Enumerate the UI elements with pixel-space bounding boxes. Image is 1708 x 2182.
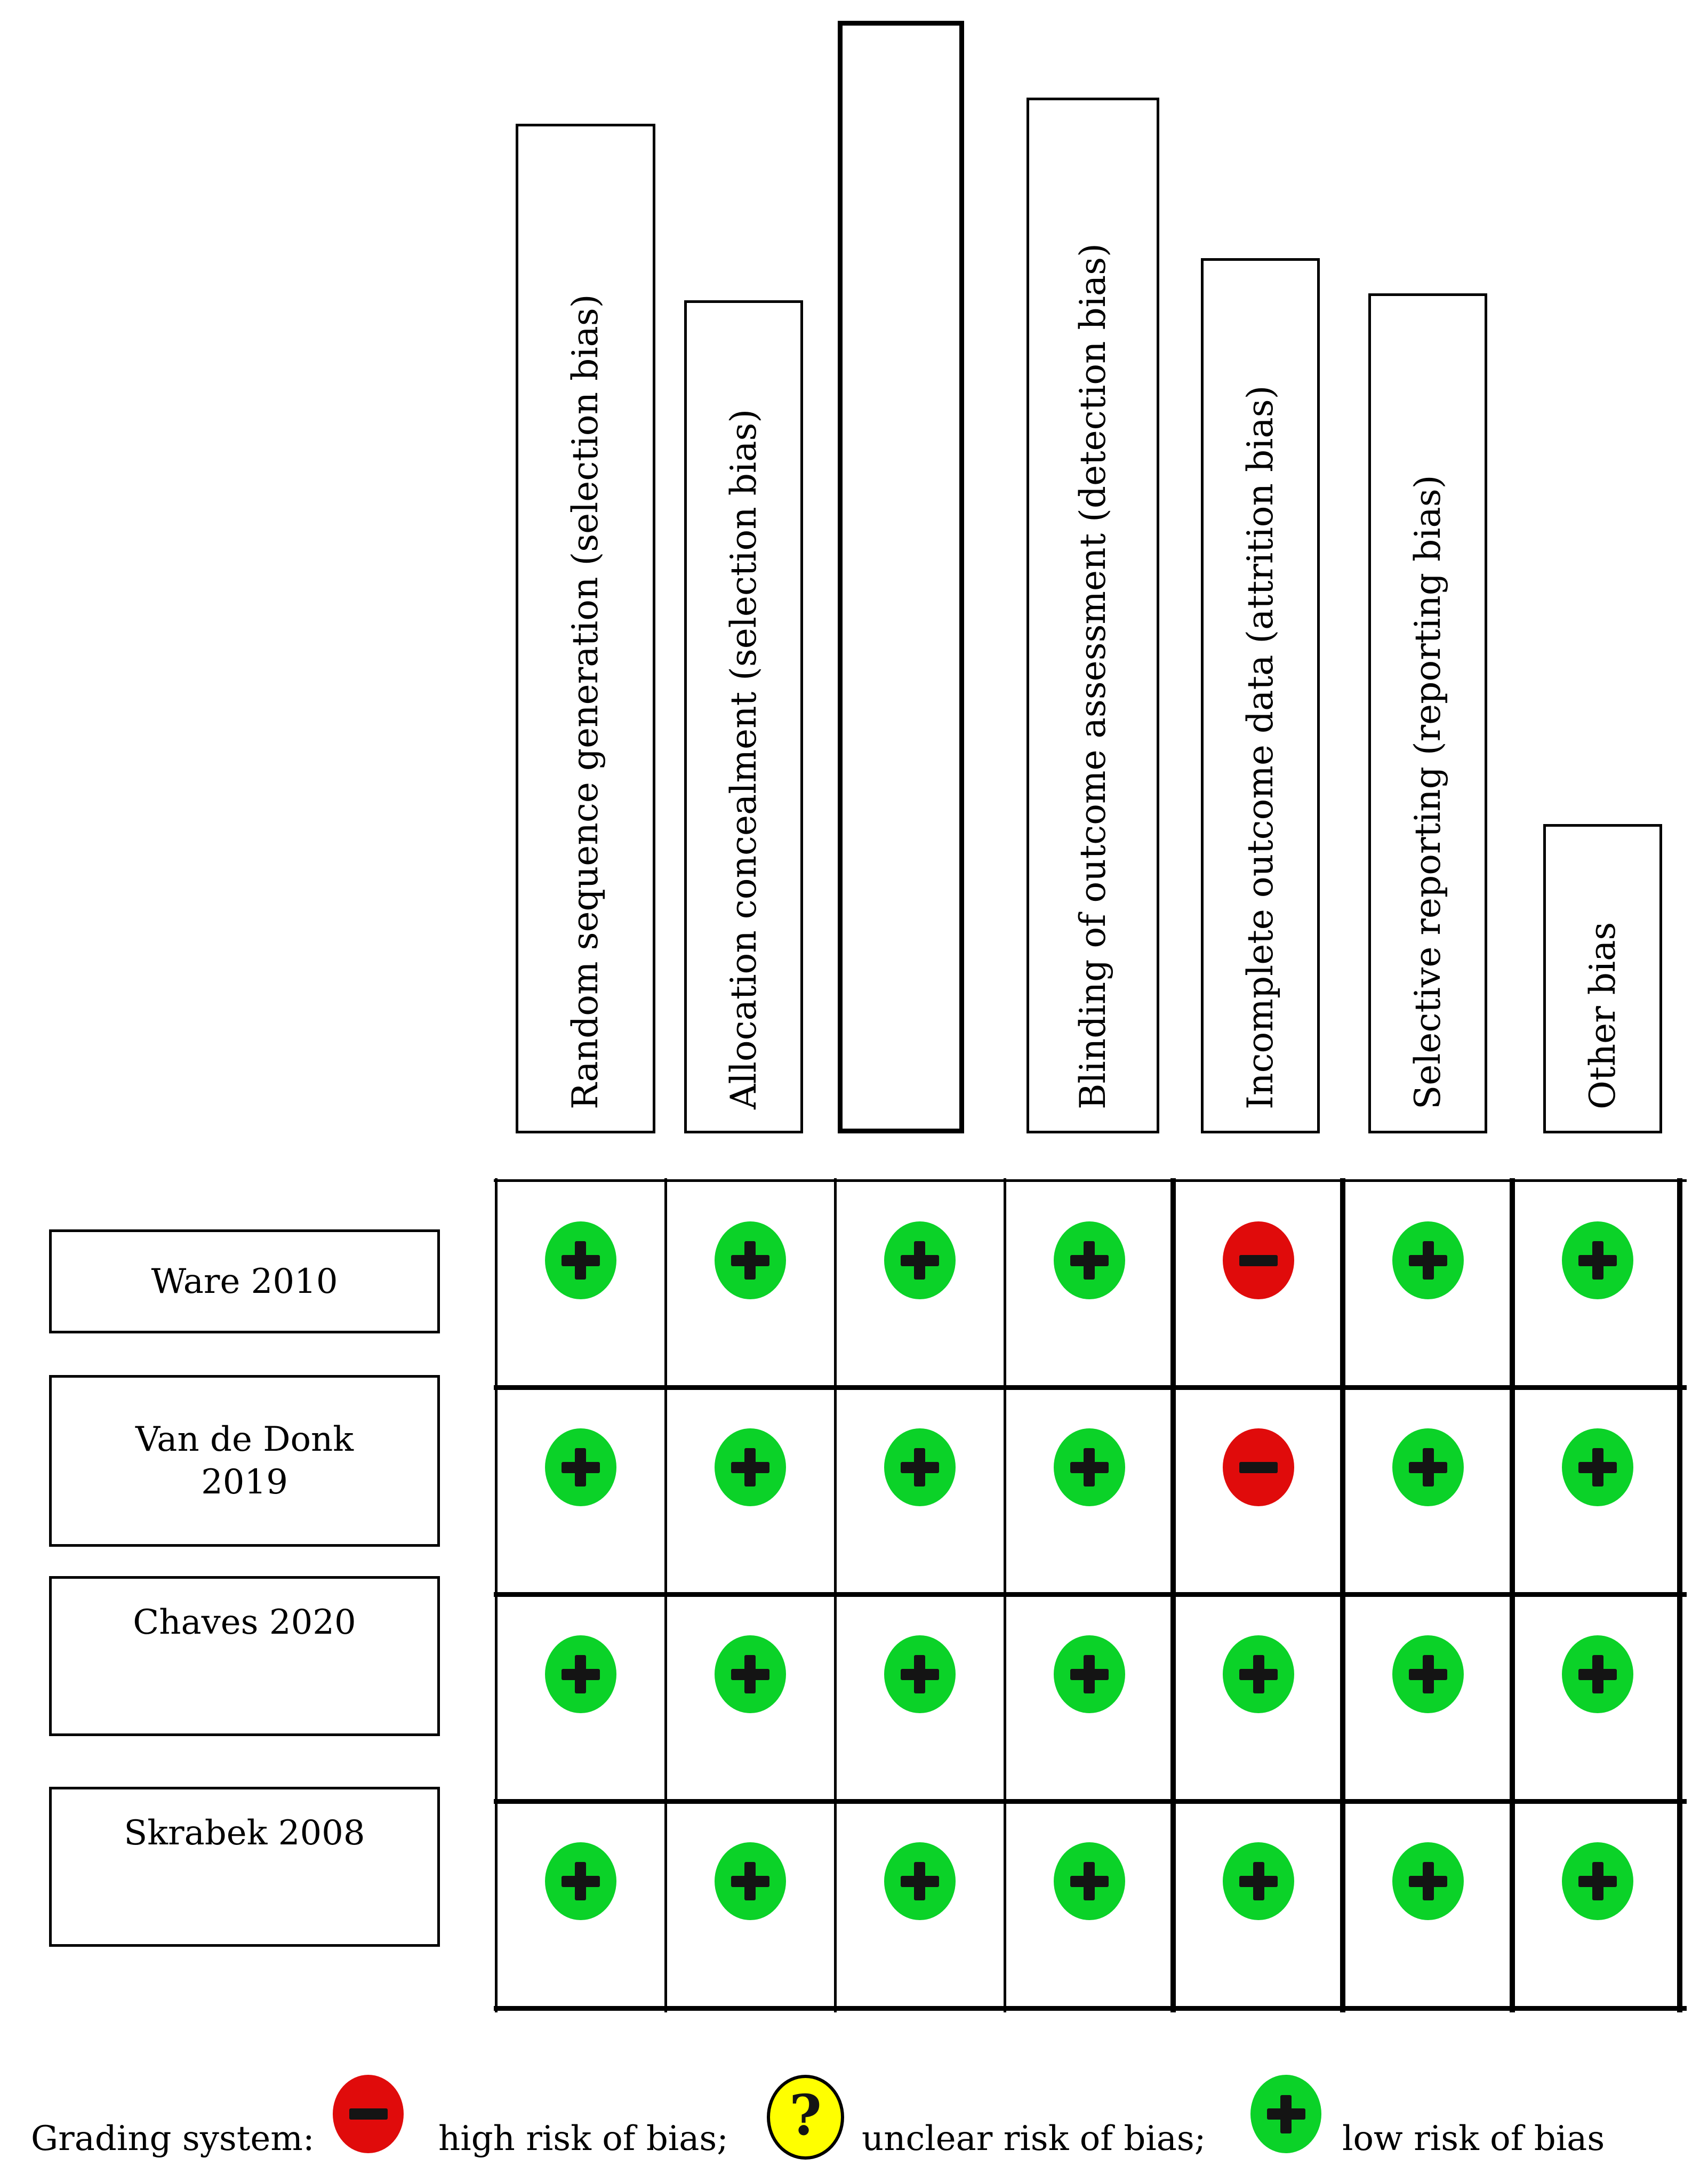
column-header-label: Other bias — [1582, 922, 1623, 1109]
plus-icon — [1084, 1448, 1095, 1486]
plus-icon — [1084, 1241, 1095, 1280]
legend-marker-low — [1250, 2075, 1321, 2153]
plus-icon — [575, 1448, 587, 1486]
study-box: Chaves 2020 — [49, 1576, 440, 1736]
grid-horizontal-line — [494, 1385, 1687, 1390]
grade-marker-high — [1223, 1221, 1295, 1299]
grade-marker-low — [544, 1635, 616, 1713]
study-label: Van de Donk — [135, 1420, 354, 1459]
grade-marker-low — [1562, 1428, 1634, 1506]
plus-icon — [1280, 2095, 1292, 2133]
grade-marker-low — [1053, 1221, 1125, 1299]
plus-icon — [1592, 1862, 1603, 1900]
plus-icon — [914, 1862, 926, 1900]
minus-icon — [349, 2108, 388, 2120]
column-header-box-5: Incomplete outcome data (attrition bias) — [1201, 258, 1320, 1133]
study-label: Chaves 2020 — [133, 1603, 356, 1642]
grade-marker-low — [714, 1221, 786, 1299]
plus-icon — [575, 1241, 587, 1280]
plus-icon — [1422, 1655, 1434, 1693]
grade-marker-low — [1053, 1428, 1125, 1506]
column-header-box-7: Other bias — [1543, 824, 1662, 1133]
grid-horizontal-line — [494, 1799, 1687, 1804]
question-mark-icon: ? — [789, 2082, 822, 2148]
column-header-label: Blinding of outcome assessment (detectio… — [1072, 243, 1113, 1109]
grade-marker-low — [1392, 1428, 1464, 1506]
plus-icon — [1422, 1862, 1434, 1900]
grid-horizontal-line — [494, 1179, 1687, 1182]
grade-marker-low — [884, 1635, 956, 1713]
column-header-box-6: Selective reporting (reporting bias) — [1368, 293, 1487, 1133]
grid-horizontal-line — [494, 1592, 1687, 1597]
grade-marker-low — [714, 1428, 786, 1506]
grade-marker-low — [884, 1842, 956, 1920]
column-header-box-3 — [838, 21, 964, 1133]
plus-icon — [575, 1862, 587, 1900]
legend-label: high risk of bias; — [438, 2119, 728, 2159]
plus-icon — [1592, 1655, 1603, 1693]
grade-marker-low — [714, 1635, 786, 1713]
grade-marker-low — [1392, 1635, 1464, 1713]
column-header-label: Allocation concealment (selection bias) — [723, 409, 764, 1109]
legend-title: Grading system: — [31, 2119, 315, 2159]
grade-marker-high — [1223, 1428, 1295, 1506]
column-header-label: Selective reporting (reporting bias) — [1407, 475, 1448, 1109]
minus-icon — [1239, 1461, 1278, 1473]
study-label: Ware 2010 — [151, 1261, 338, 1301]
column-header-box-2: Allocation concealment (selection bias) — [684, 300, 803, 1133]
plus-icon — [1422, 1241, 1434, 1280]
column-header-box-1: Random sequence generation (selection bi… — [516, 124, 655, 1133]
minus-icon — [1239, 1254, 1278, 1266]
plus-icon — [914, 1241, 926, 1280]
grade-marker-low — [544, 1428, 616, 1506]
plus-icon — [744, 1448, 756, 1486]
legend-label: low risk of bias — [1342, 2119, 1605, 2159]
plus-icon — [1592, 1448, 1603, 1486]
study-box: Ware 2010 — [49, 1229, 440, 1333]
legend-marker-high — [333, 2075, 404, 2153]
column-header-label: Incomplete outcome data (attrition bias) — [1239, 385, 1281, 1109]
plus-icon — [1253, 1862, 1264, 1900]
plus-icon — [744, 1241, 756, 1280]
grade-marker-low — [1392, 1842, 1464, 1920]
plus-icon — [1084, 1655, 1095, 1693]
plus-icon — [575, 1655, 587, 1693]
grade-marker-low — [1053, 1635, 1125, 1713]
plus-icon — [914, 1448, 926, 1486]
grade-marker-low — [544, 1842, 616, 1920]
grade-marker-low — [1562, 1635, 1634, 1713]
grade-marker-low — [1223, 1635, 1295, 1713]
grade-marker-low — [884, 1428, 956, 1506]
column-header-box-4: Blinding of outcome assessment (detectio… — [1027, 98, 1159, 1133]
study-label: Skrabek 2008 — [124, 1813, 365, 1853]
grade-marker-low — [884, 1221, 956, 1299]
plus-icon — [744, 1862, 756, 1900]
plus-icon — [1422, 1448, 1434, 1486]
plus-icon — [914, 1655, 926, 1693]
grade-marker-low — [714, 1842, 786, 1920]
grade-marker-low — [1392, 1221, 1464, 1299]
plus-icon — [1592, 1241, 1603, 1280]
study-box: Skrabek 2008 — [49, 1787, 440, 1947]
grade-marker-low — [1562, 1842, 1634, 1920]
column-header-label: Random sequence generation (selection bi… — [565, 294, 606, 1109]
legend-marker-unclear: ? — [767, 2075, 844, 2160]
grade-marker-low — [544, 1221, 616, 1299]
plus-icon — [1253, 1655, 1264, 1693]
study-label: 2019 — [201, 1462, 288, 1502]
plus-icon — [1084, 1862, 1095, 1900]
grid-horizontal-line — [494, 2005, 1687, 2011]
grade-marker-low — [1053, 1842, 1125, 1920]
grade-marker-low — [1223, 1842, 1295, 1920]
plus-icon — [744, 1655, 756, 1693]
grade-marker-low — [1562, 1221, 1634, 1299]
legend-label: unclear risk of bias; — [862, 2119, 1206, 2159]
